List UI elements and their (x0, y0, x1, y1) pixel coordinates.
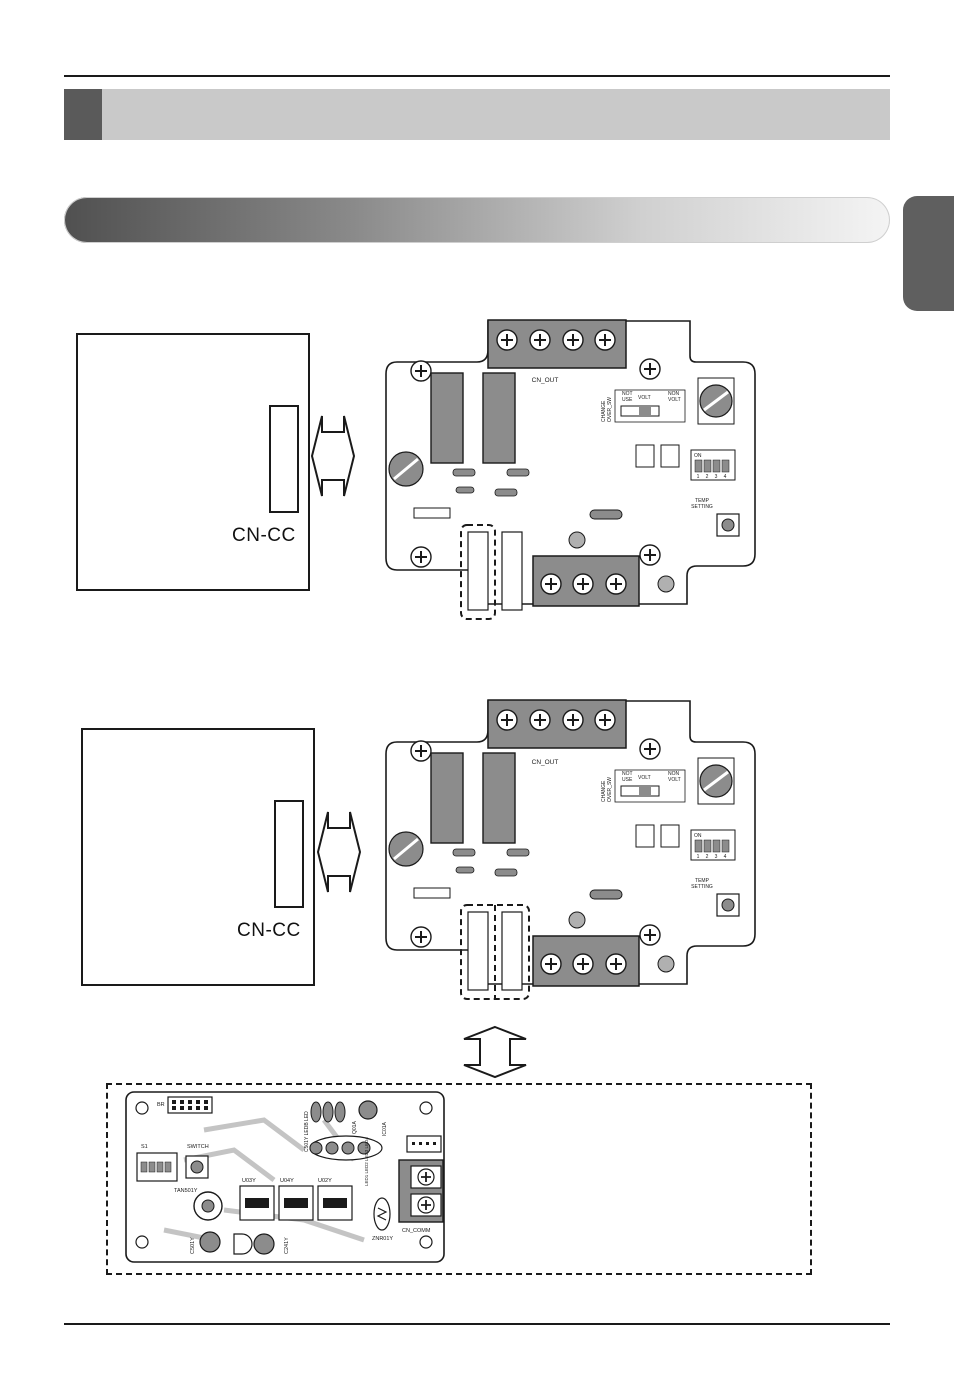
svg-text:ZNR01Y: ZNR01Y (372, 1236, 393, 1242)
cn-cc-connector-2 (274, 800, 304, 908)
connection-arrow-1 (310, 415, 356, 497)
svg-text:USE: USE (622, 777, 633, 783)
section-title-tab (64, 89, 102, 140)
indoor-unit-box-1: CN-CC (76, 333, 310, 591)
dip-number-label: 1 (697, 474, 700, 480)
led-1 (635, 444, 655, 468)
svg-text:CHANGE: CHANGE (601, 780, 607, 802)
dip-number-label: 4 (724, 854, 727, 860)
top-rule (64, 75, 890, 77)
main-pcb-2: CN_OUT NOT USE VOLT NON VOLT CHANGE OVER… (385, 699, 756, 1000)
communication-board-region (106, 1083, 812, 1275)
indoor-unit-box-2: CN-CC (81, 728, 315, 986)
dip-number-label: 2 (706, 854, 709, 860)
relay-left (430, 372, 464, 464)
subsection-heading-bar (64, 197, 890, 243)
chapter-side-tab (903, 196, 954, 311)
connector-cn-cc-a (467, 531, 489, 611)
svg-text:OVER_SW: OVER_SW (607, 397, 613, 422)
svg-text:LED1 LED2 LED3 LED4: LED1 LED2 LED3 LED4 (364, 1137, 369, 1186)
svg-text:U02Y: U02Y (318, 1178, 332, 1184)
main-pcb-1: CN_OUT NOT USE VOLT NON VOLT CHANGE OVER… (385, 319, 756, 620)
cn-out-label: CN_OUT (532, 377, 559, 384)
dip-number-label: 3 (715, 474, 718, 480)
dip-number-label: 4 (724, 474, 727, 480)
dip-number-label: 1 (697, 854, 700, 860)
svg-text:ON: ON (694, 453, 702, 459)
svg-text:IC01A: IC01A (382, 1121, 388, 1136)
svg-text:BR: BR (157, 1102, 165, 1108)
svg-text:CHANGE: CHANGE (601, 400, 607, 422)
relay-right (482, 372, 516, 464)
cn-comm-label: CN_COMM (402, 1228, 431, 1234)
svg-text:NON: NON (668, 391, 680, 397)
capacitor-ic01a (358, 1100, 378, 1120)
connection-arrow-2 (316, 811, 362, 893)
cn-cc-connector-1 (269, 405, 299, 513)
dip-number-label: 2 (706, 474, 709, 480)
svg-text:C501Y LEDB LED: C501Y LEDB LED (304, 1111, 310, 1152)
capacitor-c501 (199, 1231, 221, 1253)
svg-text:CN_OUT: CN_OUT (532, 759, 559, 766)
svg-text:NON: NON (668, 771, 680, 777)
dip-number-label: 3 (715, 854, 718, 860)
svg-text:TEMP: TEMP (695, 878, 710, 884)
svg-text:U03Y: U03Y (242, 1178, 256, 1184)
svg-text:S1: S1 (141, 1144, 148, 1150)
communication-pcb: BR S1 SWITCH TAN501Y U03Y U04Y U02Y C501… (125, 1091, 445, 1263)
br-header (167, 1096, 213, 1114)
svg-text:SETTING: SETTING (691, 884, 713, 890)
highlight-connector-1 (460, 524, 496, 620)
svg-text:ON: ON (694, 833, 702, 839)
svg-text:NOT: NOT (622, 771, 633, 777)
svg-text:NOT: NOT (622, 391, 633, 397)
capacitor-c241 (253, 1233, 275, 1255)
slot (589, 509, 623, 520)
svg-text:Q01A: Q01A (352, 1121, 358, 1134)
small-connector (406, 1135, 442, 1153)
svg-text:SWITCH: SWITCH (187, 1144, 209, 1150)
svg-text:SETTING: SETTING (691, 504, 713, 510)
svg-text:C241Y: C241Y (284, 1237, 290, 1254)
section-title-bar (64, 89, 890, 140)
svg-text:TEMP: TEMP (695, 498, 710, 504)
cn-cc-label-2: CN-CC (237, 920, 301, 941)
svg-text:VOLT: VOLT (638, 775, 651, 781)
led-2 (660, 444, 680, 468)
bottom-rule (64, 1323, 890, 1325)
svg-text:VOLT: VOLT (638, 395, 651, 401)
cn-cc-label-1: CN-CC (232, 525, 296, 546)
svg-text:VOLT: VOLT (668, 397, 681, 403)
svg-text:USE: USE (622, 397, 633, 403)
svg-text:TAN501Y: TAN501Y (174, 1188, 198, 1194)
svg-text:OVER_SW: OVER_SW (607, 777, 613, 802)
connection-arrow-vertical (463, 1025, 527, 1079)
connector-cn-cc-b (501, 531, 523, 611)
svg-text:C501Y: C501Y (190, 1237, 196, 1254)
svg-text:U04Y: U04Y (280, 1178, 294, 1184)
svg-text:VOLT: VOLT (668, 777, 681, 783)
